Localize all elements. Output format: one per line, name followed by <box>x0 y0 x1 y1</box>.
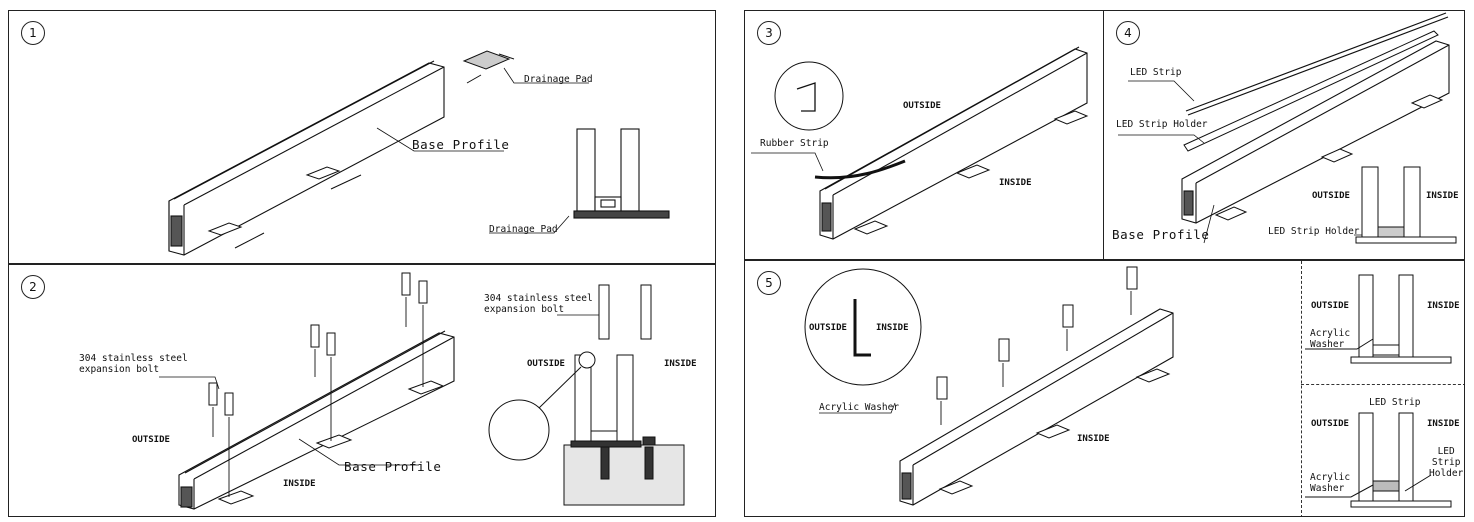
led-cross-section <box>1305 412 1452 508</box>
drainage-pads <box>207 50 511 236</box>
inside-label: INSIDE <box>283 479 316 489</box>
outside-label: OUTSIDE <box>903 101 941 111</box>
drainage-pad-detail-label: Drainage Pad <box>489 224 558 235</box>
outside-detail-label: OUTSIDE <box>1312 191 1350 201</box>
step-4-illustration <box>1118 12 1457 244</box>
holder-cross-section <box>1355 166 1457 244</box>
insertion-arrows <box>212 297 424 497</box>
detail-a-outside-label: OUTSIDE <box>1311 301 1349 311</box>
circle-outside-label: OUTSIDE <box>809 323 847 333</box>
inside-detail-label: INSIDE <box>1426 191 1459 201</box>
detail-a-washer-label: Acrylic Washer <box>1310 328 1351 350</box>
detail-divider-horizontal <box>1301 384 1464 385</box>
led-strip-holder-drawing <box>1183 30 1439 152</box>
detail-a-inside-label: INSIDE <box>1427 301 1460 311</box>
led-strip-label: LED Strip <box>1130 67 1182 78</box>
step-3-panel: 3 OUTSIDE INSIDE Rubber Strip <box>744 10 1104 260</box>
step-number: 2 <box>21 275 45 299</box>
step-1-panel: 1 <box>8 10 716 264</box>
washer-detail-circle <box>804 268 922 386</box>
bolt-label-left: 304 stainless steel expansion bolt <box>79 353 188 375</box>
step-2-panel: 2 <box>8 264 716 517</box>
base-profile-label: Base Profile <box>1112 227 1210 242</box>
drainage-pad-label: Drainage Pad <box>524 74 593 85</box>
base-profile-label: Base Profile <box>344 459 442 474</box>
anchor-pads <box>1214 94 1444 221</box>
step-number: 4 <box>1116 21 1140 45</box>
base-profile-label: Base Profile <box>412 137 510 152</box>
acrylic-washers <box>936 266 1138 400</box>
base-profile-drawing <box>168 60 445 256</box>
outside-label: OUTSIDE <box>132 435 170 445</box>
base-profile-drawing <box>819 46 1088 240</box>
anchor-pads <box>217 380 445 505</box>
step-3-illustration <box>751 46 1089 240</box>
detail-b-outside-label: OUTSIDE <box>1311 419 1349 429</box>
anchor-pads <box>853 110 1089 235</box>
step-5-panel: 5 <box>744 260 1465 517</box>
expansion-bolts <box>208 272 428 416</box>
step-number: 1 <box>21 21 45 45</box>
detail-b-title: LED Strip <box>1369 397 1421 408</box>
outside-detail-label: OUTSIDE <box>527 359 565 369</box>
detail-divider-vertical <box>1301 261 1302 516</box>
circle-inside-label: INSIDE <box>876 323 909 333</box>
inside-detail-label: INSIDE <box>664 359 697 369</box>
rubber-strip-drawing <box>814 159 906 180</box>
detail-b-inside-label: INSIDE <box>1427 419 1460 429</box>
anchor-pads <box>938 368 1171 495</box>
step-2-illustration <box>159 272 685 510</box>
base-profile-drawing <box>1181 40 1450 224</box>
step-1-illustration <box>168 50 670 256</box>
detail-b-holder-label: LED Strip Holder <box>1429 446 1464 479</box>
installation-cross-section <box>488 284 685 506</box>
inside-label: INSIDE <box>1077 434 1110 444</box>
step-number: 3 <box>757 21 781 45</box>
rubber-strip-label: Rubber Strip <box>760 138 829 149</box>
profile-cross-section <box>573 128 670 219</box>
step-4-panel: 4 LED <box>1103 10 1465 260</box>
bolt-label-detail: 304 stainless steel expansion bolt <box>484 293 593 315</box>
detail-b-washer-label: Acrylic Washer <box>1310 472 1351 494</box>
led-strip-drawing <box>1185 12 1449 116</box>
base-profile-drawing <box>178 330 455 510</box>
led-strip-holder-detail-label: LED Strip Holder <box>1268 226 1360 237</box>
led-strip-holder-label: LED Strip Holder <box>1116 119 1208 130</box>
motion-arrows <box>234 53 515 249</box>
base-profile-drawing <box>899 308 1174 506</box>
step-5-illustration <box>804 266 1452 508</box>
step-number: 5 <box>757 271 781 295</box>
washer-cross-section <box>1305 274 1452 364</box>
inside-label: INSIDE <box>999 178 1032 188</box>
acrylic-washer-label: Acrylic Washer <box>819 402 900 413</box>
